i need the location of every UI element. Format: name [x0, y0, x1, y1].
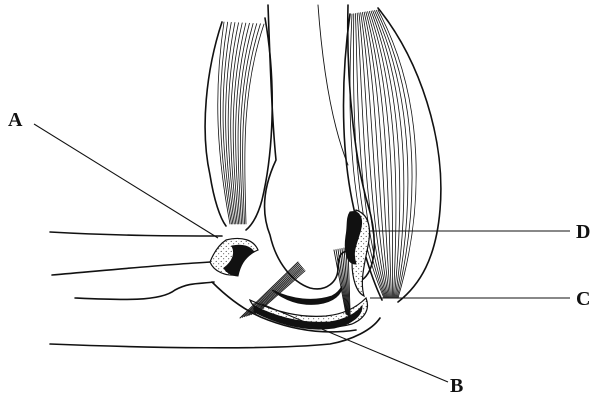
label-c: C [576, 288, 590, 310]
label-b: B [450, 375, 463, 397]
leader-line-a [34, 124, 218, 238]
label-a: A [8, 109, 23, 131]
left-muscle [205, 18, 272, 230]
label-d: D [576, 221, 590, 243]
tibia [50, 232, 380, 348]
